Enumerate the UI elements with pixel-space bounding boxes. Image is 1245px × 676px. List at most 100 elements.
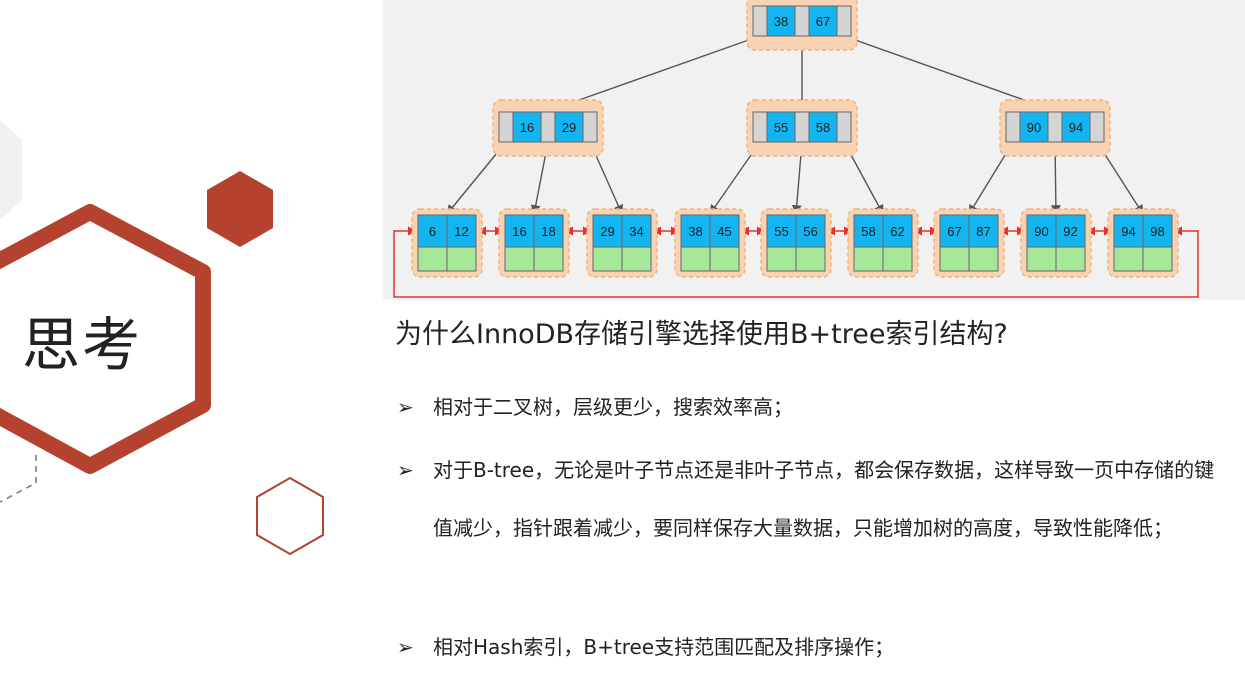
key-label: 98 bbox=[1150, 224, 1164, 239]
key-cell bbox=[1142, 214, 1173, 248]
key-cell bbox=[968, 214, 999, 248]
key-label: 90 bbox=[1027, 120, 1041, 135]
data-cell bbox=[592, 246, 623, 272]
key-cell bbox=[554, 111, 584, 143]
data-cell bbox=[621, 246, 652, 272]
data-cell bbox=[853, 246, 884, 272]
key-cell bbox=[808, 111, 838, 143]
slide-title: 思考 bbox=[22, 311, 143, 379]
internal-node: 55 58 bbox=[746, 99, 858, 157]
pointer-cell bbox=[1005, 111, 1021, 143]
pointer-cell bbox=[752, 5, 768, 37]
key-label: 87 bbox=[976, 224, 990, 239]
data-cell bbox=[968, 246, 999, 272]
leaf-wrap-link bbox=[393, 226, 1199, 298]
leaf-node: 29 34 bbox=[586, 208, 658, 278]
key-label: 38 bbox=[774, 14, 788, 29]
bullet-item: ➢ 相对于二叉树，层级更少，搜索效率高； bbox=[397, 378, 1227, 436]
key-label: 94 bbox=[1069, 120, 1083, 135]
data-cell bbox=[795, 246, 826, 272]
grey-hexagon-shape bbox=[0, 120, 22, 220]
leaf-node: 38 45 bbox=[674, 208, 746, 278]
key-label: 16 bbox=[512, 224, 526, 239]
data-cell bbox=[417, 246, 448, 272]
tree-edge bbox=[843, 35, 1056, 113]
bullet-arrow-icon: ➢ bbox=[397, 458, 414, 482]
data-cell bbox=[680, 246, 711, 272]
key-cell bbox=[621, 214, 652, 248]
key-cell bbox=[1026, 214, 1057, 248]
pointer-cell bbox=[1089, 111, 1105, 143]
leaf-node: 67 87 bbox=[933, 208, 1005, 278]
key-label: 12 bbox=[454, 224, 468, 239]
data-cell bbox=[1113, 246, 1144, 272]
bullet-text: 相对于二叉树，层级更少，搜索效率高； bbox=[433, 395, 793, 419]
key-cell bbox=[592, 214, 623, 248]
pointer-cell bbox=[836, 111, 852, 143]
data-cell bbox=[1142, 246, 1173, 272]
key-label: 90 bbox=[1034, 224, 1048, 239]
data-cell bbox=[766, 246, 797, 272]
key-label: 55 bbox=[774, 224, 788, 239]
leaf-node: 94 98 bbox=[1107, 208, 1179, 278]
pointer-cell bbox=[540, 111, 556, 143]
key-label: 29 bbox=[562, 120, 576, 135]
key-label: 6 bbox=[429, 224, 436, 239]
leaf-node: 6 12 bbox=[411, 208, 483, 278]
tree-edge bbox=[547, 35, 761, 113]
data-cell bbox=[533, 246, 564, 272]
key-label: 29 bbox=[600, 224, 614, 239]
hexagon-decoration bbox=[0, 0, 380, 656]
bullet-text: 相对Hash索引，B+tree支持范围匹配及排序操作； bbox=[433, 635, 895, 659]
pointer-cell bbox=[752, 111, 768, 143]
large-hexagon-outline bbox=[0, 204, 211, 474]
key-label: 56 bbox=[803, 224, 817, 239]
key-cell bbox=[882, 214, 913, 248]
bullet-item: ➢ 相对Hash索引，B+tree支持范围匹配及排序操作； bbox=[397, 618, 1227, 676]
data-cell bbox=[1026, 246, 1057, 272]
data-cell bbox=[709, 246, 740, 272]
key-label: 34 bbox=[629, 224, 643, 239]
key-cell bbox=[1061, 111, 1091, 143]
leaf-node: 90 92 bbox=[1020, 208, 1092, 278]
key-cell bbox=[808, 5, 838, 37]
data-cell bbox=[446, 246, 477, 272]
key-cell bbox=[533, 214, 564, 248]
key-label: 18 bbox=[541, 224, 555, 239]
pointer-cell bbox=[794, 111, 810, 143]
key-label: 16 bbox=[520, 120, 534, 135]
pointer-cell bbox=[1047, 111, 1063, 143]
key-label: 45 bbox=[717, 224, 731, 239]
key-label: 38 bbox=[688, 224, 702, 239]
bullet-arrow-icon: ➢ bbox=[397, 395, 414, 419]
dashed-line bbox=[0, 455, 37, 503]
key-cell bbox=[446, 214, 477, 248]
small-outline-hexagon bbox=[256, 476, 324, 556]
key-cell bbox=[795, 214, 826, 248]
data-cell bbox=[504, 246, 535, 272]
bullet-arrow-icon: ➢ bbox=[397, 635, 414, 659]
data-cell bbox=[939, 246, 970, 272]
key-label: 58 bbox=[816, 120, 830, 135]
key-label: 92 bbox=[1063, 224, 1077, 239]
key-cell bbox=[709, 214, 740, 248]
key-label: 67 bbox=[947, 224, 961, 239]
bullet-item: ➢ 对于B-tree，无论是叶子节点还是非叶子节点，都会保存数据，这样导致一页中… bbox=[397, 441, 1227, 557]
question-heading: 为什么InnoDB存储引擎选择使用B+tree索引结构? bbox=[395, 319, 1008, 350]
data-cell bbox=[882, 246, 913, 272]
key-label: 55 bbox=[774, 120, 788, 135]
data-cell bbox=[1055, 246, 1086, 272]
small-filled-hexagon bbox=[207, 171, 273, 247]
key-cell bbox=[512, 111, 542, 143]
key-cell bbox=[766, 111, 796, 143]
key-label: 58 bbox=[861, 224, 875, 239]
internal-node: 90 94 bbox=[999, 99, 1111, 157]
key-label: 94 bbox=[1121, 224, 1135, 239]
leaf-node: 55 56 bbox=[760, 208, 832, 278]
